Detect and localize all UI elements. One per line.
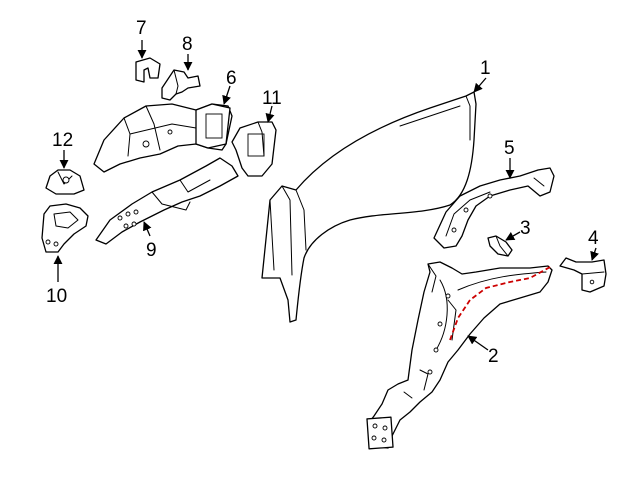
- seam-highlight-line: [449, 265, 553, 341]
- part-11-bracket[interactable]: [231, 121, 277, 177]
- callout-8: 8: [182, 34, 193, 55]
- callout-6: 6: [226, 68, 237, 89]
- part-9-rear-rail[interactable]: [95, 157, 239, 245]
- part-6-rail-extension[interactable]: [93, 103, 233, 173]
- callout-12: 12: [52, 130, 73, 151]
- part-2-inner-wheelhouse[interactable]: [366, 261, 553, 450]
- leader-2: [467, 335, 489, 351]
- callout-4: 4: [588, 228, 599, 249]
- leader-3: [505, 231, 521, 241]
- part-7-clip-bracket[interactable]: [135, 57, 161, 83]
- part-10-bracket-plate[interactable]: [41, 203, 89, 253]
- leader-lines: [53, 40, 599, 351]
- callout-1: 1: [480, 58, 491, 79]
- part-12-cap[interactable]: [45, 169, 85, 195]
- callout-labels: 1 2 3 4 5 6 7 8 9 10 11 12: [46, 18, 599, 367]
- leader-9: [143, 221, 152, 237]
- callout-11: 11: [262, 88, 282, 109]
- callout-7: 7: [136, 18, 147, 39]
- leader-1: [473, 77, 487, 93]
- part-3-bracket[interactable]: [487, 235, 513, 257]
- leader-4: [590, 247, 599, 261]
- part-4-bracket[interactable]: [559, 257, 607, 293]
- callout-2: 2: [488, 346, 499, 367]
- part-1-quarter-panel[interactable]: [261, 91, 477, 323]
- callout-9: 9: [146, 240, 157, 261]
- callout-10: 10: [46, 286, 67, 307]
- part-5-outer-wheelhouse[interactable]: [433, 167, 555, 249]
- part-8-bracket[interactable]: [161, 69, 201, 101]
- leader-6: [222, 85, 231, 105]
- callout-5: 5: [504, 138, 515, 159]
- callout-3: 3: [520, 218, 531, 239]
- leader-11: [265, 105, 275, 123]
